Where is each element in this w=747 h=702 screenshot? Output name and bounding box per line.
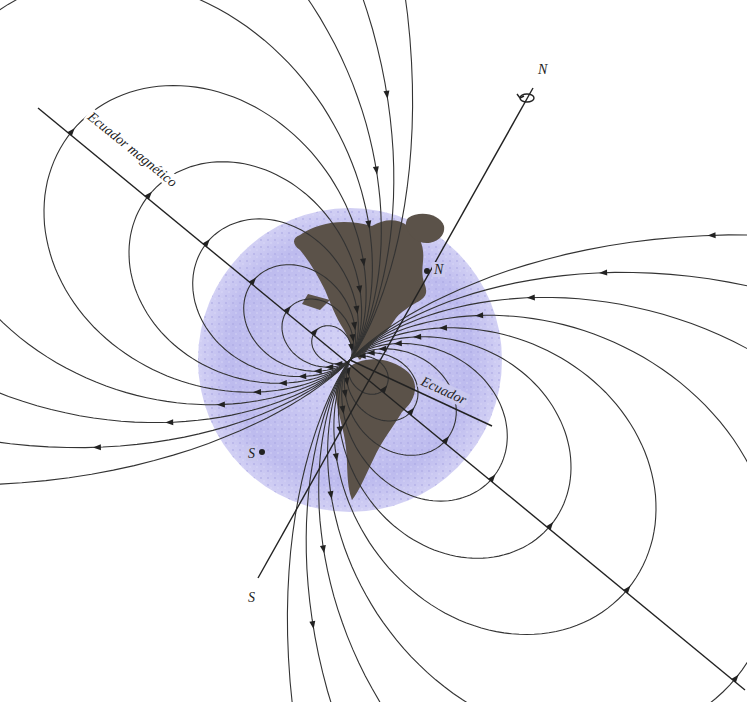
- field-arrowhead: [309, 621, 315, 629]
- field-arrowhead: [394, 340, 402, 346]
- field-arrowhead: [339, 406, 345, 414]
- magnetic-equator-label: Ecuador magnético: [83, 108, 181, 192]
- field-arrowhead: [93, 444, 101, 450]
- field-arrowhead: [439, 325, 447, 331]
- field-arrowhead: [351, 322, 357, 330]
- field-arrowhead: [327, 491, 333, 499]
- magnetic-pole-label: N: [432, 262, 445, 277]
- field-line: [342, 344, 508, 502]
- field-arrowhead: [298, 373, 306, 379]
- field-arrowhead: [373, 166, 379, 174]
- greenland: [406, 214, 444, 243]
- magnetic-pole-label: S: [246, 446, 257, 461]
- field-arrowhead: [279, 380, 287, 386]
- field-line: [338, 337, 571, 559]
- field-line: [282, 299, 354, 367]
- field-line: [129, 162, 362, 384]
- field-line: [328, 315, 747, 702]
- axes: [38, 88, 745, 690]
- field-arrowhead: [475, 312, 483, 318]
- rotation-arrowhead: [517, 94, 524, 98]
- field-line: [319, 298, 747, 702]
- geographic-pole-label: N: [536, 62, 549, 77]
- field-line: [44, 86, 366, 393]
- field-line: [334, 328, 656, 635]
- field-arrowhead: [353, 306, 359, 314]
- magnetic-equator-line: [38, 108, 745, 690]
- field-line: [0, 0, 372, 405]
- field-line: [312, 326, 352, 364]
- field-arrowhead: [342, 389, 348, 397]
- field-arrowhead: [349, 334, 355, 342]
- field-arrowhead: [708, 232, 716, 238]
- field-line: [0, 0, 394, 448]
- field-arrowhead: [599, 270, 607, 276]
- rotation-arrow: [520, 94, 534, 102]
- field-line: [0, 0, 381, 422]
- field-arrowhead: [356, 285, 362, 293]
- field-arrowhead: [360, 258, 366, 266]
- field-arrowhead: [217, 401, 225, 407]
- geographic-equator-line: [350, 360, 492, 426]
- field-arrowhead: [314, 368, 322, 374]
- field-arrowhead: [365, 220, 371, 228]
- field-arrowhead: [527, 294, 535, 300]
- field-arrowhead: [333, 453, 339, 461]
- rotation-axis: [258, 88, 533, 578]
- magnetic-pole-dot: [424, 268, 430, 274]
- field-arrowhead: [320, 545, 326, 553]
- field-arrowhead: [253, 389, 261, 395]
- field-arrowhead: [165, 419, 173, 425]
- field-arrowhead: [413, 334, 421, 340]
- geographic-pole-label: S: [246, 590, 257, 605]
- magnetic-pole-dot: [259, 449, 265, 455]
- field-line: [193, 219, 359, 377]
- field-arrowhead: [383, 90, 389, 98]
